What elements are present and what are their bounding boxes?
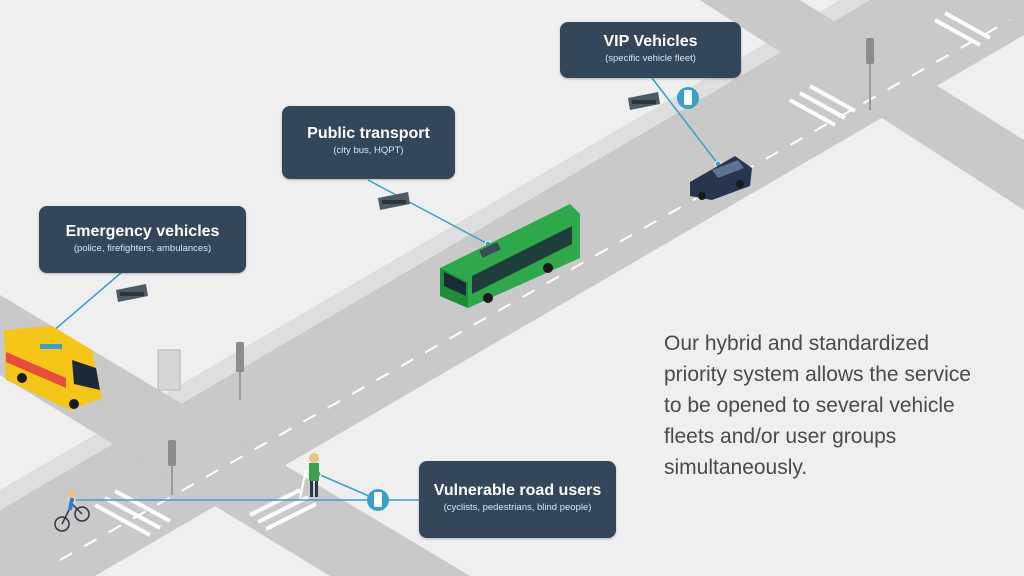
public-transport-label: Public transport (city bus, HQPT) <box>282 106 455 179</box>
cyclist-icon <box>54 490 90 532</box>
vip-vehicles-title: VIP Vehicles <box>603 33 698 50</box>
vulnerable-road-users-title: Vulnerable road users <box>433 482 602 499</box>
vulnerable-road-users-subtitle: (cyclists, pedestrians, blind people) <box>443 502 592 513</box>
vip-vehicles-label: VIP Vehicles (specific vehicle fleet) <box>560 22 741 78</box>
smartphone-icon <box>367 489 389 511</box>
traffic-light-icon <box>866 38 874 110</box>
public-transport-subtitle: (city bus, HQPT) <box>333 145 404 156</box>
smartphone-icon <box>677 87 699 109</box>
roadside-sensor-icon <box>378 192 410 210</box>
control-cabinet <box>157 349 181 391</box>
left-cross-road <box>0 295 470 576</box>
upper-cross-road <box>700 0 1024 210</box>
vulnerable-road-users-label: Vulnerable road users (cyclists, pedestr… <box>419 461 616 538</box>
traffic-light-icon <box>168 440 176 495</box>
crosswalk-left <box>94 488 317 537</box>
crosswalk-top <box>789 11 991 127</box>
emergency-vehicles-label: Emergency vehicles (police, firefighters… <box>39 206 246 273</box>
emergency-vehicles-subtitle: (police, firefighters, ambulances) <box>73 243 212 254</box>
vip-vehicles-subtitle: (specific vehicle fleet) <box>605 53 696 64</box>
public-transport-title: Public transport <box>307 125 430 142</box>
traffic-light-icon <box>236 342 244 400</box>
pedestrian-icon <box>299 453 319 499</box>
bus <box>440 204 580 308</box>
emergency-vehicles-title: Emergency vehicles <box>65 223 220 240</box>
vip-car <box>690 156 752 200</box>
roadside-sensor-icon <box>628 92 660 110</box>
roadside-sensor-icon <box>116 284 148 302</box>
tagline-text: Our hybrid and standardized priority sys… <box>664 332 971 479</box>
main-road-sidewalk <box>0 0 870 510</box>
ambulance <box>4 326 102 410</box>
